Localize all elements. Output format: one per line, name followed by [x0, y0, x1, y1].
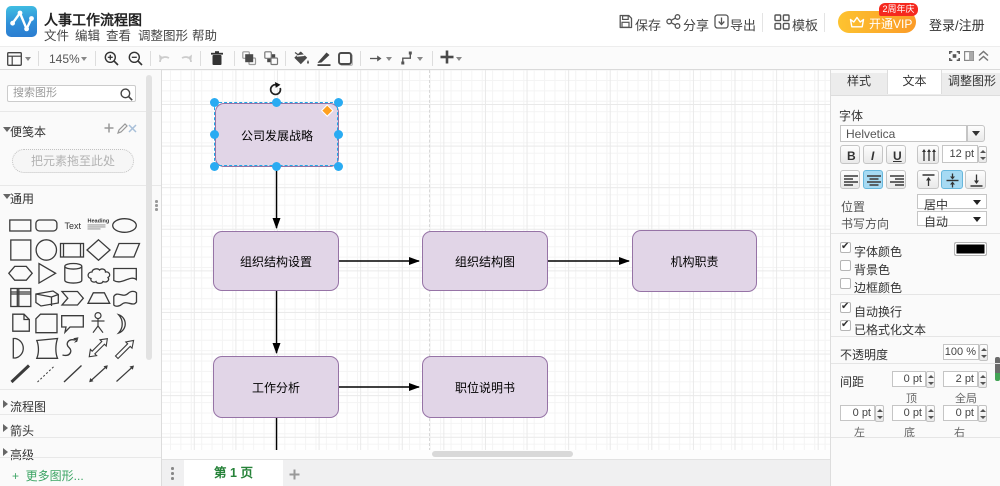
svg-text:Heading: Heading [88, 219, 110, 225]
svg-text:Text: Text [65, 221, 82, 231]
